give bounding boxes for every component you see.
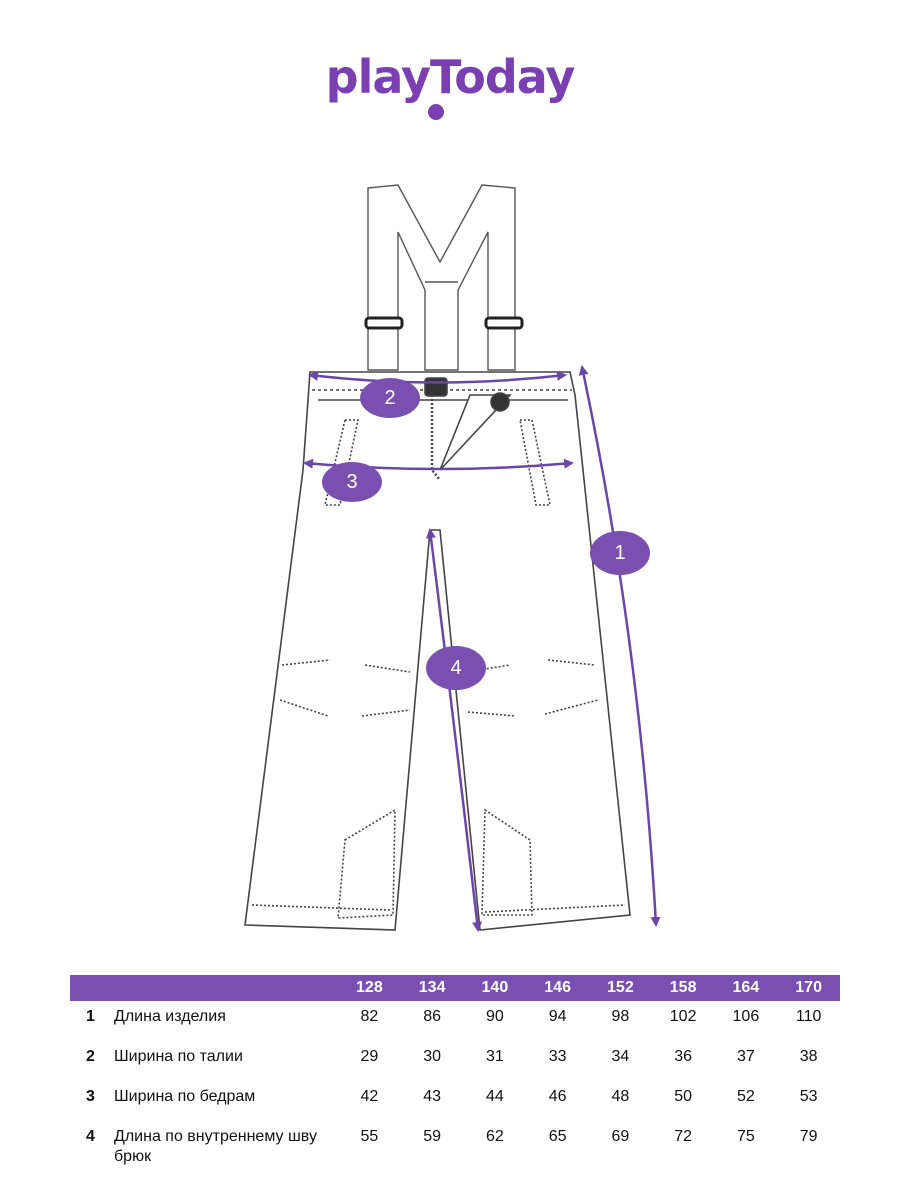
- cell-value: 86: [423, 1008, 442, 1025]
- row-number: 3: [86, 1088, 95, 1105]
- cell-value: 31: [485, 1048, 504, 1065]
- row-number: 2: [86, 1048, 95, 1065]
- table-row: 4 Длина по внутреннему шву брюк 55 59 62…: [70, 1121, 840, 1167]
- cell-value: 53: [799, 1088, 818, 1105]
- header-blank: [70, 975, 114, 1001]
- cell-value: 33: [548, 1048, 567, 1065]
- size-header: 146: [526, 975, 589, 1001]
- table-row: 3 Ширина по бедрам 42 43 44 46 48 50 52 …: [70, 1081, 840, 1121]
- cell-value: 94: [548, 1008, 567, 1025]
- cell-value: 46: [548, 1088, 567, 1105]
- row-name: Длина изделия: [114, 1008, 226, 1025]
- marker-2: 2: [360, 378, 420, 418]
- cell-value: 37: [736, 1048, 755, 1065]
- cell-value: 50: [674, 1088, 693, 1105]
- table-row: 1 Длина изделия 82 86 90 94 98 102 106 1…: [70, 1001, 840, 1041]
- size-header: 164: [714, 975, 778, 1001]
- svg-text:1: 1: [614, 542, 625, 564]
- cell-value: 30: [423, 1048, 442, 1065]
- cell-value: 65: [548, 1128, 567, 1145]
- cell-value: 42: [360, 1088, 379, 1105]
- cell-value: 110: [795, 1008, 822, 1025]
- cell-value: 36: [674, 1048, 693, 1065]
- cell-value: 29: [360, 1048, 379, 1065]
- cell-value: 106: [732, 1008, 760, 1025]
- size-header: 170: [777, 975, 840, 1001]
- cell-value: 44: [485, 1088, 504, 1105]
- cell-value: 79: [799, 1128, 818, 1145]
- svg-text:4: 4: [450, 657, 461, 679]
- table-row: 2 Ширина по талии 29 30 31 33 34 36 37 3…: [70, 1041, 840, 1081]
- cell-value: 59: [423, 1128, 442, 1145]
- row-name: Ширина по бедрам: [114, 1088, 256, 1105]
- cell-value: 43: [423, 1088, 442, 1105]
- size-header: 158: [651, 975, 715, 1001]
- cell-value: 90: [485, 1008, 504, 1025]
- cell-value: 75: [736, 1128, 755, 1145]
- brand-logo: playToday: [325, 50, 576, 104]
- trousers-drawing: 1 2 3 4: [244, 184, 661, 932]
- cell-value: 62: [485, 1128, 504, 1145]
- cell-value: 48: [611, 1088, 630, 1105]
- size-header-row: 128 134 140 146 152 158 164 170: [70, 975, 840, 1001]
- logo-dot: [428, 104, 444, 120]
- cell-value: 55: [360, 1128, 379, 1145]
- row-number: 1: [86, 1008, 95, 1025]
- size-header: 140: [463, 975, 527, 1001]
- marker-1: 1: [590, 531, 650, 575]
- row-name: Ширина по талии: [114, 1048, 243, 1065]
- marker-4: 4: [426, 646, 486, 690]
- svg-text:3: 3: [346, 471, 357, 493]
- size-table: 128 134 140 146 152 158 164 170 1 Длина …: [70, 975, 840, 1167]
- size-header: 152: [589, 975, 652, 1001]
- cell-value: 82: [360, 1008, 379, 1025]
- header-blank: [114, 975, 338, 1001]
- size-header: 134: [400, 975, 464, 1001]
- svg-text:2: 2: [384, 387, 395, 409]
- cell-value: 102: [669, 1008, 697, 1025]
- cell-value: 38: [799, 1048, 818, 1065]
- cell-value: 34: [611, 1048, 630, 1065]
- marker-3: 3: [322, 462, 382, 502]
- row-number: 4: [86, 1128, 95, 1145]
- row-name: Длина по внутреннему шву брюк: [114, 1128, 317, 1165]
- cell-value: 52: [736, 1088, 755, 1105]
- suspenders: [364, 184, 524, 371]
- cell-value: 72: [674, 1128, 693, 1145]
- cell-value: 69: [611, 1128, 630, 1145]
- cell-value: 98: [611, 1008, 630, 1025]
- size-header: 128: [338, 975, 401, 1001]
